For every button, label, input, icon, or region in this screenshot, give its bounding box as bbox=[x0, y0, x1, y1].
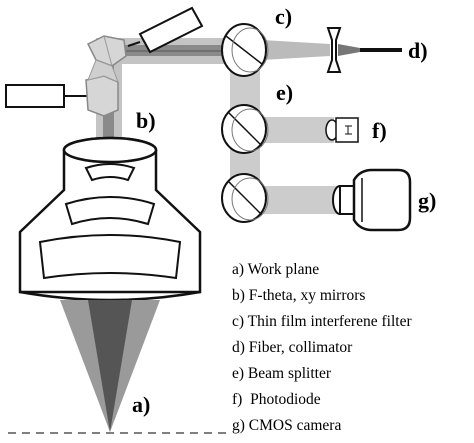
laser-source-left bbox=[5, 84, 88, 108]
laser-source-upper bbox=[127, 6, 204, 54]
component-labels: c) d) e) b) f) g) a) bbox=[132, 4, 436, 417]
interference-filter bbox=[221, 23, 269, 77]
photodiode bbox=[325, 117, 359, 143]
beam-branch-photodiode bbox=[258, 117, 334, 143]
beam-splitter-photodiode bbox=[221, 104, 269, 154]
legend-item-g: g) CMOS camera bbox=[232, 417, 341, 434]
label-c: c) bbox=[275, 4, 292, 29]
beam-to-fiber bbox=[262, 40, 330, 60]
legend-item-b: b) F-theta, xy mirrors bbox=[232, 287, 365, 304]
legend: a) Work plane b) F-theta, xy mirrors c) … bbox=[232, 261, 412, 434]
f-theta-housing bbox=[18, 136, 202, 302]
xy-mirrors bbox=[85, 35, 127, 117]
label-f: f) bbox=[372, 118, 387, 143]
legend-item-a: a) Work plane bbox=[232, 261, 319, 278]
fiber-collimator bbox=[326, 27, 402, 73]
legend-item-d: d) Fiber, collimator bbox=[232, 339, 353, 356]
beam-branch-camera bbox=[258, 186, 338, 214]
label-d: d) bbox=[408, 38, 428, 63]
label-g: g) bbox=[418, 188, 436, 213]
label-b: b) bbox=[136, 108, 156, 133]
label-e: e) bbox=[276, 80, 293, 105]
legend-item-f: f) Photodiode bbox=[232, 391, 321, 408]
cmos-camera bbox=[332, 168, 412, 232]
label-a: a) bbox=[132, 392, 150, 417]
beam-splitter-camera bbox=[221, 173, 269, 223]
legend-item-e: e) Beam splitter bbox=[232, 365, 332, 382]
legend-item-c: c) Thin film interferene filter bbox=[232, 313, 412, 330]
focused-beam-cone bbox=[60, 300, 160, 432]
